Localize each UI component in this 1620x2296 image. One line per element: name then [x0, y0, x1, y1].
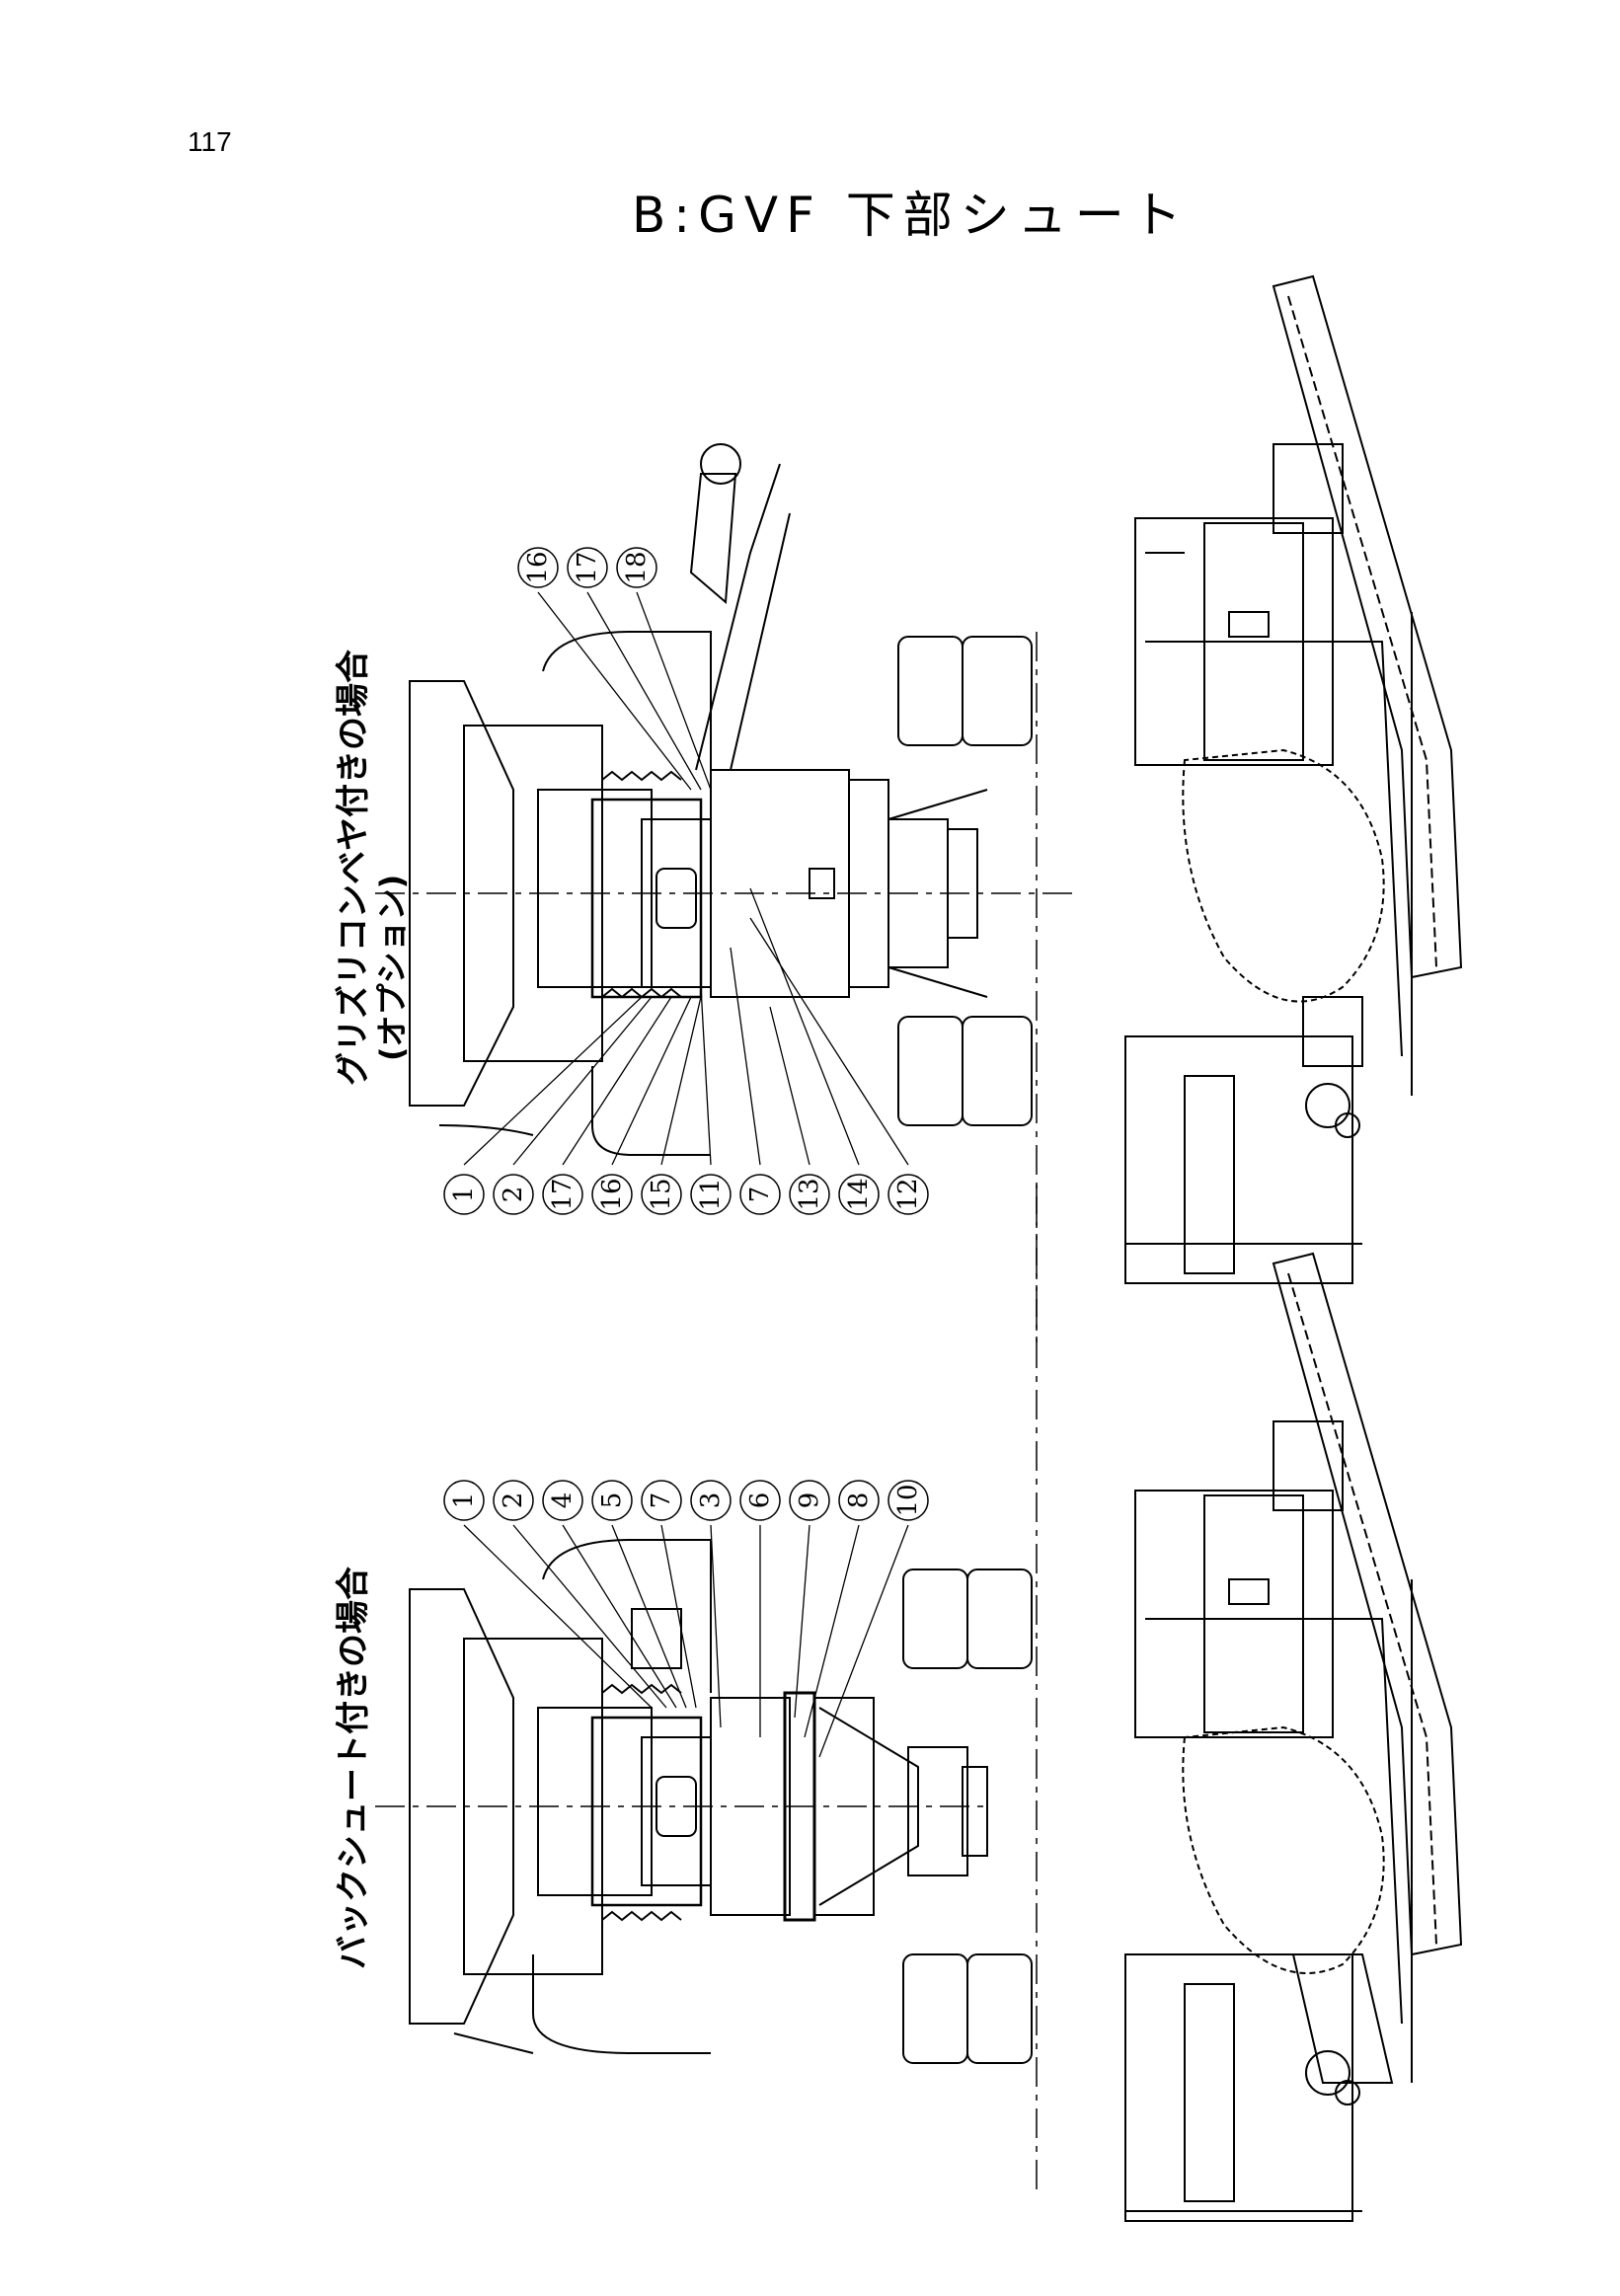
callout-bottom-label: 4	[548, 1492, 578, 1509]
callout-bottom-10	[887, 1480, 929, 1521]
top-plan-view	[375, 443, 1076, 1342]
callout-bottom-label: 10	[893, 1484, 923, 1516]
callout-top-label: 11	[696, 1178, 726, 1210]
callout-bottom-label: 3	[696, 1492, 726, 1509]
callout-bottom-1	[443, 1480, 485, 1521]
callout-bottom-4	[591, 1480, 633, 1521]
callout-bottom-label: 2	[499, 1492, 528, 1509]
callout-bottom-label: 1	[449, 1492, 479, 1509]
page-title: B:GVF 下部シュート	[632, 187, 1190, 244]
callout-top-7	[739, 1174, 781, 1215]
callout-top-upper-2	[567, 547, 608, 588]
callout-top-4	[591, 1174, 633, 1215]
callout-top-8	[789, 1174, 830, 1215]
callout-top-upper-1	[517, 547, 559, 588]
callout-top-3	[542, 1174, 583, 1215]
callout-bottom-8	[789, 1480, 830, 1521]
top-side-view	[1124, 274, 1463, 1284]
callout-top-label: 14	[844, 1178, 874, 1210]
bottom-leader-lines	[463, 1524, 909, 1758]
callout-top-upper-label: 17	[573, 551, 602, 583]
callout-top-9	[838, 1174, 880, 1215]
callout-bottom-label: 7	[647, 1492, 676, 1509]
callout-bottom-2	[493, 1480, 534, 1521]
callout-top-label: 16	[597, 1178, 627, 1210]
callout-top-10	[887, 1174, 929, 1215]
callout-bottom-label: 8	[844, 1492, 874, 1509]
callout-top-label: 7	[745, 1186, 775, 1203]
callout-top-5	[641, 1174, 682, 1215]
callout-top-label: 15	[647, 1178, 676, 1210]
callout-top-label: 13	[795, 1178, 824, 1210]
callout-bottom-9	[838, 1480, 880, 1521]
callout-top-2	[493, 1174, 534, 1215]
bottom-plan-view	[375, 1185, 1038, 2191]
callout-top-label: 17	[548, 1178, 578, 1210]
callout-bottom-7	[739, 1480, 781, 1521]
callout-top-upper-3	[616, 547, 657, 588]
callout-top-upper-label: 18	[622, 551, 652, 583]
bottom-side-view	[1124, 1252, 1463, 2222]
callout-top-label: 2	[499, 1186, 528, 1203]
top-leader-lines	[463, 591, 909, 1166]
callout-bottom-5	[641, 1480, 682, 1521]
callout-bottom-label: 6	[745, 1492, 775, 1509]
callout-top-1	[443, 1174, 485, 1215]
callout-bottom-6	[690, 1480, 732, 1521]
callout-top-label: 1	[449, 1186, 479, 1203]
callout-top-6	[690, 1174, 732, 1215]
page-number: 117	[188, 126, 232, 157]
callout-bottom-label: 9	[795, 1492, 824, 1509]
callout-top-label: 12	[893, 1178, 923, 1210]
callout-bottom-3	[542, 1480, 583, 1521]
callout-top-upper-label: 16	[523, 551, 553, 583]
callout-bottom-label: 5	[597, 1492, 627, 1509]
